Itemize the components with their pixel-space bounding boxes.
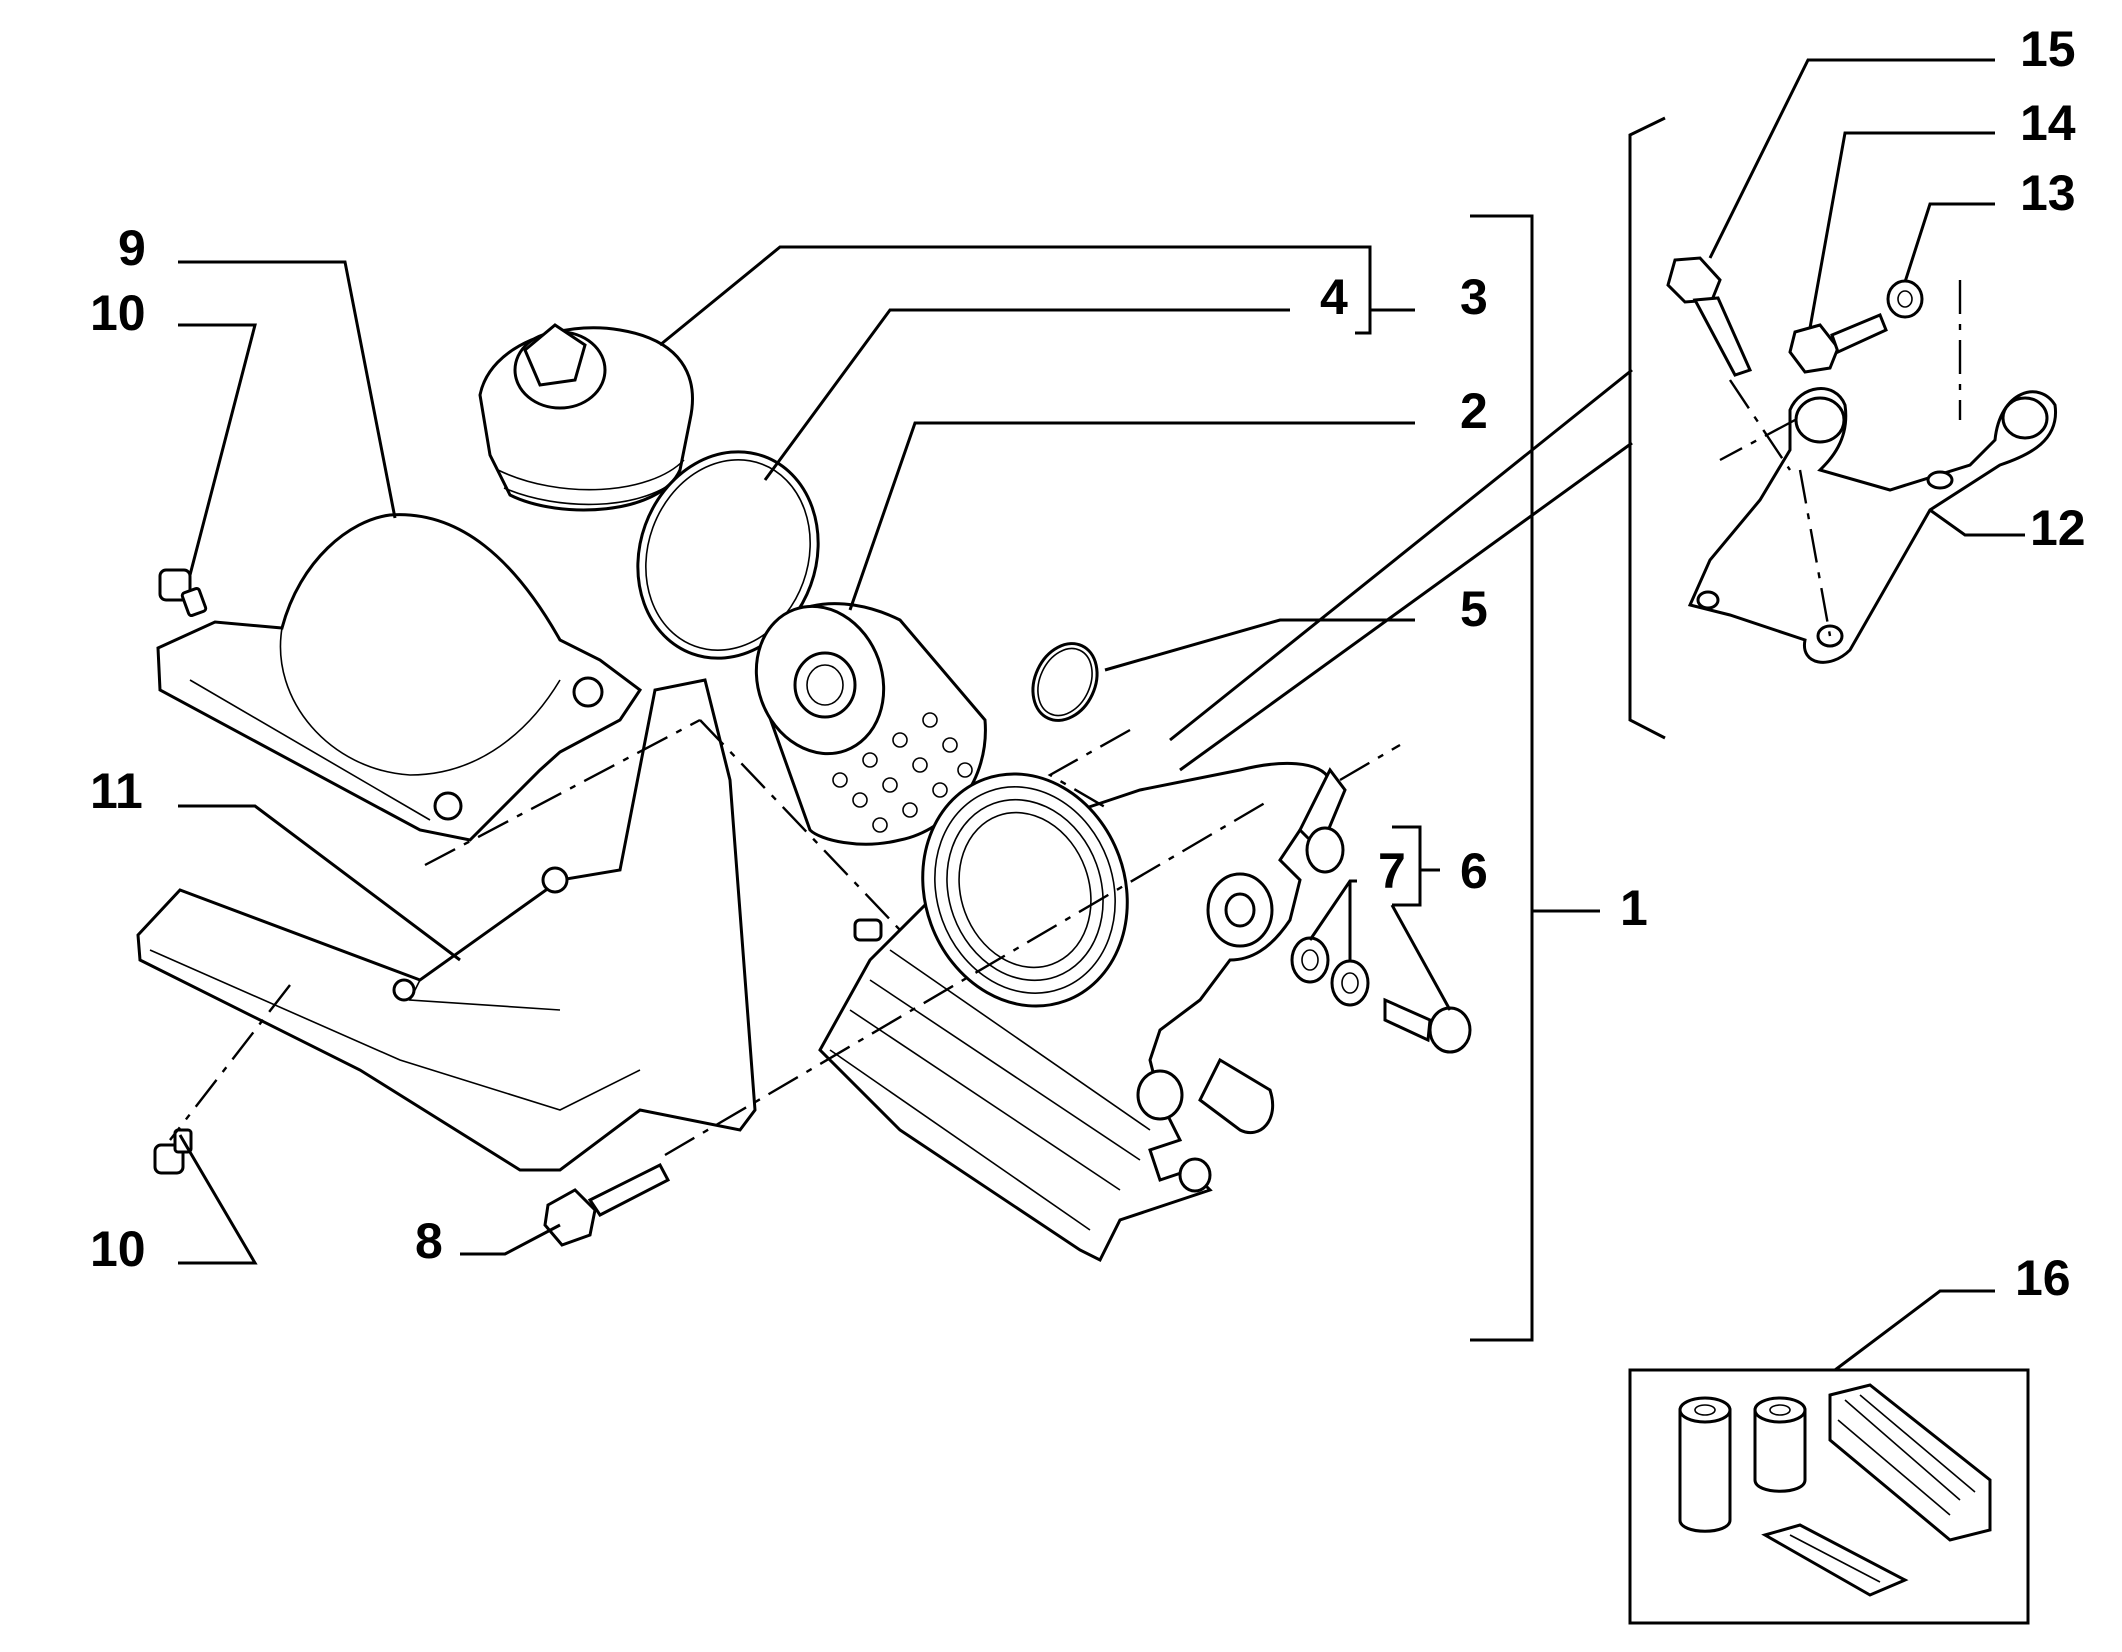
part-4-o-ring xyxy=(636,450,820,660)
callout-2: 2 xyxy=(1460,383,1488,439)
part-7-washers xyxy=(1290,936,1370,1007)
callout-10-lower: 10 xyxy=(90,1221,146,1277)
callout-labels: 1 2 3 4 5 6 7 8 9 10 11 10 12 13 14 15 1… xyxy=(90,21,2086,1306)
part-10-screw-lower xyxy=(153,1128,193,1175)
part-6-banjo-bolt xyxy=(1383,997,1472,1054)
part-1-filter-housing xyxy=(818,762,1347,1263)
part-16-service-kit xyxy=(1628,1368,2030,1625)
callout-11: 11 xyxy=(90,763,143,819)
part-9-cover xyxy=(156,513,643,842)
part-2-filter-element xyxy=(754,602,987,846)
bracket-lines xyxy=(1355,116,1666,1342)
assembly-centerlines xyxy=(169,280,1962,1157)
callout-10-upper: 10 xyxy=(90,285,146,341)
callout-6: 6 xyxy=(1460,843,1488,899)
part-10-screw-upper xyxy=(158,568,208,618)
part-8-bolt xyxy=(543,1163,671,1247)
part-15-bolt xyxy=(1666,256,1753,377)
part-3-filter-cap xyxy=(478,323,694,512)
callout-13: 13 xyxy=(2020,165,2076,221)
callout-12: 12 xyxy=(2030,500,2086,556)
part-13-washer xyxy=(1886,279,1924,319)
callout-9: 9 xyxy=(118,220,146,276)
callout-15: 15 xyxy=(2020,21,2076,77)
callout-14: 14 xyxy=(2020,95,2076,151)
callout-3: 3 xyxy=(1460,269,1488,325)
part-5-seal-ring xyxy=(1031,642,1099,722)
callout-1: 1 xyxy=(1620,880,1648,936)
callout-4: 4 xyxy=(1320,269,1348,325)
part-14-bolt xyxy=(1788,313,1888,374)
part-12-bracket xyxy=(1687,387,2058,664)
callout-5: 5 xyxy=(1460,581,1488,637)
leader-lines xyxy=(178,58,2025,1372)
callout-7: 7 xyxy=(1378,843,1406,899)
callout-16: 16 xyxy=(2015,1250,2071,1306)
callout-8: 8 xyxy=(415,1213,443,1269)
